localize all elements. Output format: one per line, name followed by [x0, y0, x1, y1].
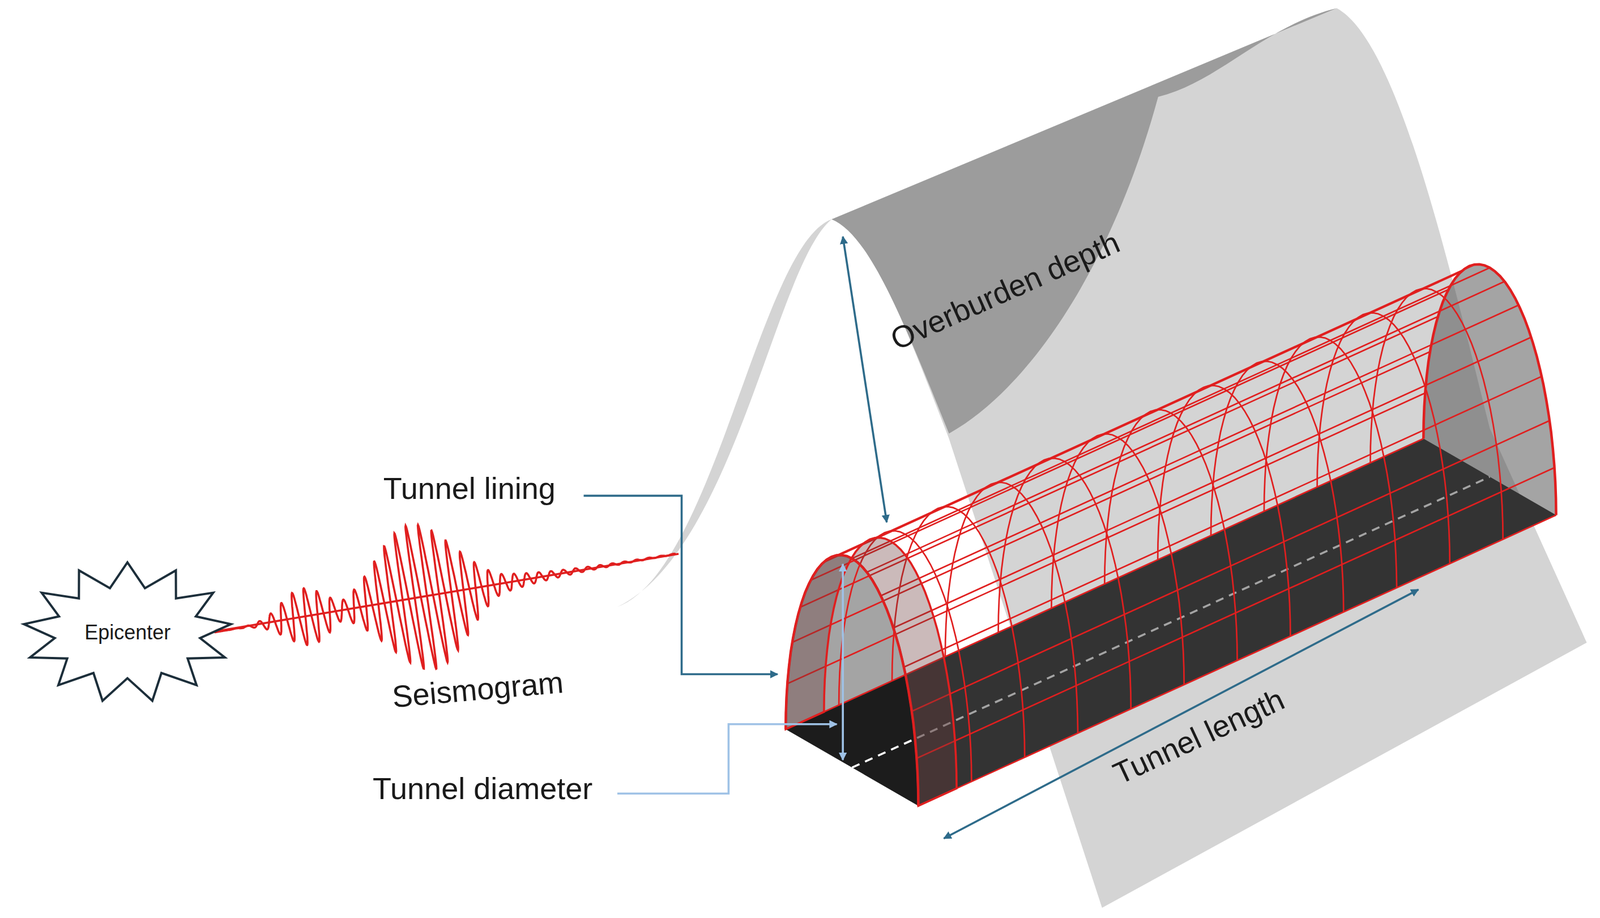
lining-segment-line [880, 305, 1519, 596]
callout-label: Tunnel diameter [372, 771, 593, 806]
mountain-shade [831, 7, 1337, 434]
overburden-arrow [842, 236, 887, 523]
node-label: Epicenter [84, 620, 171, 645]
node-text-wrap: Epicenter [19, 559, 236, 707]
lining-ring [1423, 264, 1556, 516]
diameter-leader [617, 724, 837, 794]
seismogram-wave [214, 525, 676, 669]
starburst-outline [24, 562, 232, 701]
lining-front-band [785, 537, 957, 806]
callout-label: Seismogram [390, 665, 565, 715]
length-arrow [944, 589, 1419, 839]
lining-segment-line [918, 515, 1556, 806]
lining-leader [583, 495, 778, 674]
diameter-arrow [841, 564, 844, 761]
mountain-sheet [617, 7, 1587, 908]
lining-segment-line [893, 336, 1531, 628]
lining-segment-line [911, 420, 1550, 712]
callout-label: Tunnel lining [383, 471, 556, 506]
lining-segment-line [903, 376, 1542, 668]
epicenter-burst: Epicenter [19, 559, 236, 707]
